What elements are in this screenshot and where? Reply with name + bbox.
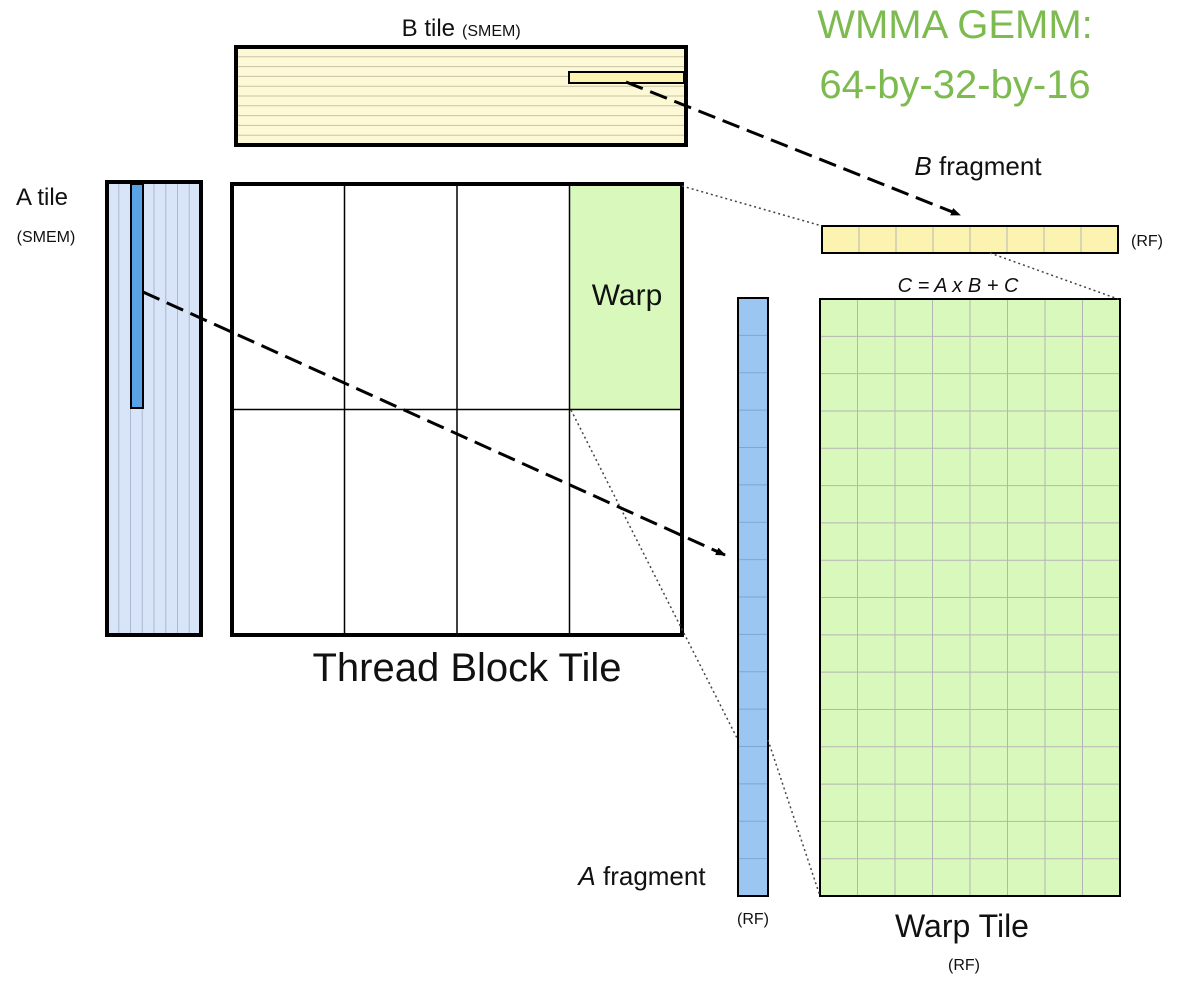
warp-tile-label: Warp Tile [895,908,1029,944]
warp-cell [569,184,682,409]
a-column-to-fragment-arrow [142,290,726,557]
thread-block-grid-lines [232,184,682,635]
a-fragment-rf-label: (RF) [737,911,769,928]
b-fragment-cell-lines [858,226,1082,253]
warp-label: Warp [592,279,663,312]
a-fragment [737,297,769,897]
warp-tile-grid-lines [820,299,1120,896]
equation-label: C = A x B + C [898,275,1019,297]
b-tile-row-lines [236,56,686,136]
b-fragment-rf-label: (RF) [1131,233,1163,250]
a-tile [105,180,203,637]
thread-block-tile-label: Thread Block Tile [312,646,621,690]
b-tile-smem-label: (SMEM) [462,23,521,40]
a-tile-smem-label: (SMEM) [17,229,76,246]
thread-block-tile [230,182,684,637]
a-tile-highlight-column [130,183,144,409]
b-row-to-fragment-arrow [625,80,961,217]
projection-lines [570,185,1119,897]
b-tile [234,45,688,147]
diagram-title-line-1: WMMA GEMM: [817,3,1093,47]
data-flow-arrows [142,80,961,557]
a-fragment-cell-lines [738,334,768,860]
b-tile-label: B tile [402,15,455,42]
a-tile-label: A tile [16,184,68,211]
b-fragment [821,225,1119,254]
warp-tile-rf-label: (RF) [948,957,980,974]
a-fragment-label: A fragment [576,861,706,891]
warp-tile [819,298,1121,897]
diagram-title-line-2: 64-by-32-by-16 [819,63,1090,107]
b-fragment-label: B fragment [914,151,1042,181]
